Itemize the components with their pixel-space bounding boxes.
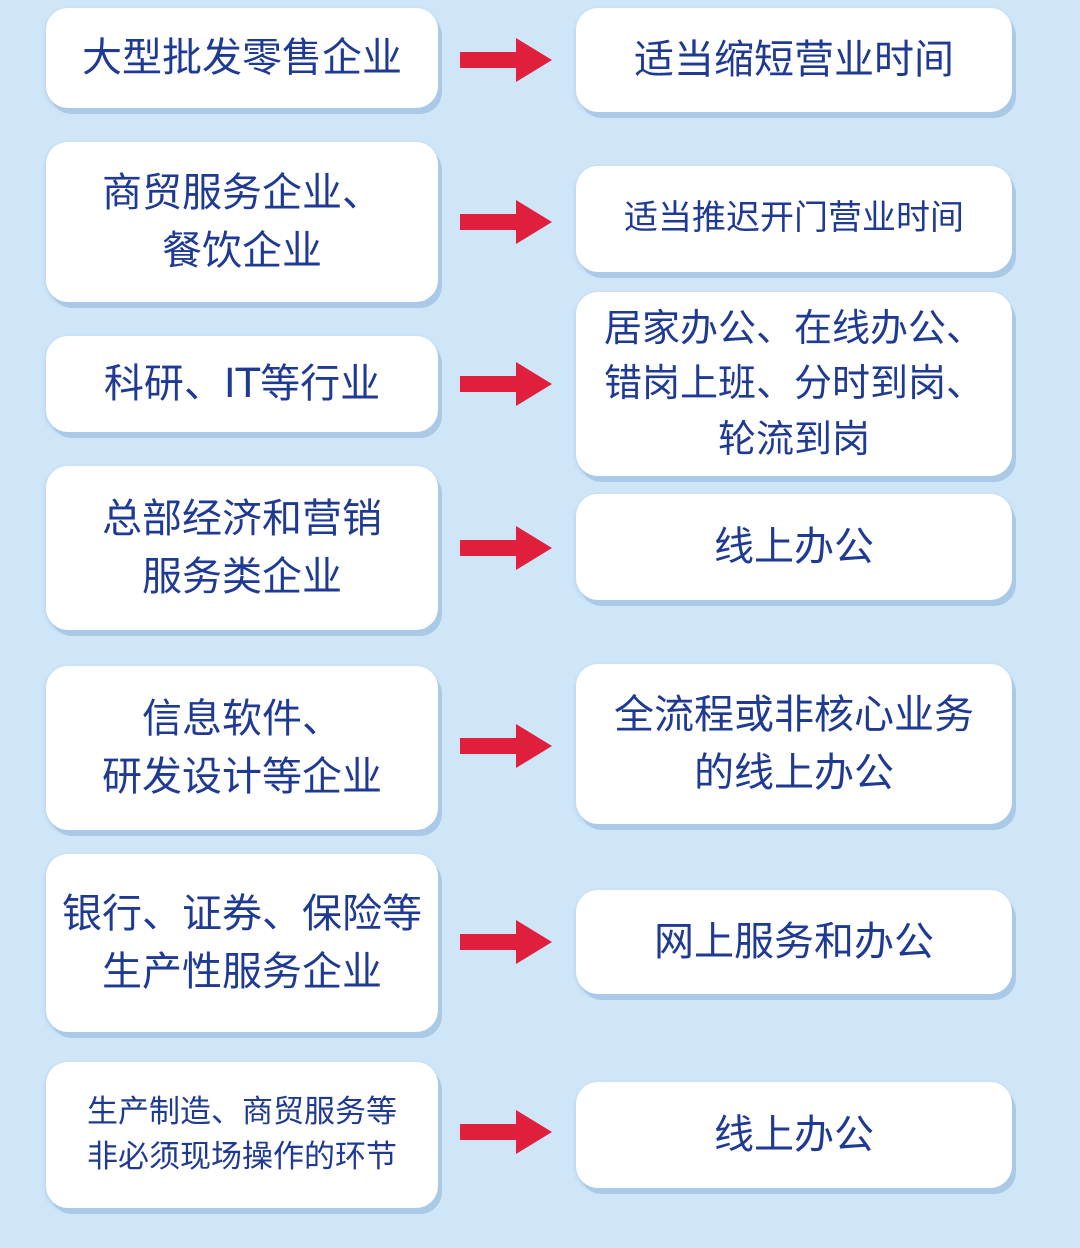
- measure-card-1: 适当缩短营业时间: [576, 8, 1012, 112]
- arrow-right-icon: [460, 38, 552, 82]
- sector-text: 大型批发零售企业: [82, 35, 402, 81]
- sector-text: 商贸服务企业、: [102, 170, 382, 216]
- arrow-right-icon: [460, 920, 552, 964]
- sector-text: 非必须现场操作的环节: [87, 1139, 397, 1175]
- measure-text: 全流程或非核心业务: [614, 692, 974, 738]
- sector-card-2: 商贸服务企业、 餐饮企业: [46, 142, 438, 302]
- measure-card-2: 适当推迟开门营业时间: [576, 166, 1012, 272]
- sector-text: 信息软件、: [142, 696, 342, 742]
- sector-text: 生产性服务企业: [102, 949, 382, 995]
- arrow-right-icon: [460, 724, 552, 768]
- arrow-right-icon: [460, 200, 552, 244]
- measure-card-6: 网上服务和办公: [576, 890, 1012, 994]
- arrow-right-icon: [460, 362, 552, 406]
- sector-card-1: 大型批发零售企业: [46, 8, 438, 108]
- measure-card-3: 居家办公、在线办公、 错岗上班、分时到岗、 轮流到岗: [576, 292, 1012, 476]
- measure-text: 线上办公: [714, 524, 874, 570]
- sector-card-6: 银行、证券、保险等 生产性服务企业: [46, 854, 438, 1032]
- sector-text: 银行、证券、保险等: [62, 891, 422, 937]
- measure-text: 的线上办公: [694, 750, 894, 796]
- sector-text: 总部经济和营销: [102, 496, 382, 542]
- measure-text: 适当推迟开门营业时间: [624, 198, 964, 239]
- measure-card-7: 线上办公: [576, 1082, 1012, 1188]
- measure-text: 轮流到岗: [717, 416, 870, 461]
- arrow-right-icon: [460, 526, 552, 570]
- measure-text: 网上服务和办公: [654, 919, 934, 965]
- measure-text: 错岗上班、分时到岗、: [603, 361, 984, 406]
- sector-text: 餐饮企业: [162, 228, 322, 274]
- measure-card-4: 线上办公: [576, 494, 1012, 600]
- measure-text: 居家办公、在线办公、: [603, 306, 984, 351]
- sector-card-5: 信息软件、 研发设计等企业: [46, 666, 438, 830]
- sector-text: 服务类企业: [142, 554, 342, 600]
- sector-card-3: 科研、IT等行业: [46, 336, 438, 432]
- sector-card-4: 总部经济和营销 服务类企业: [46, 466, 438, 630]
- arrow-right-icon: [460, 1110, 552, 1154]
- measure-card-5: 全流程或非核心业务 的线上办公: [576, 664, 1012, 824]
- sector-card-7: 生产制造、商贸服务等 非必须现场操作的环节: [46, 1062, 438, 1208]
- measure-text: 线上办公: [714, 1112, 874, 1158]
- sector-text: 研发设计等企业: [102, 754, 382, 800]
- measure-text: 适当缩短营业时间: [634, 37, 954, 83]
- sector-text: 科研、IT等行业: [103, 361, 381, 407]
- sector-text: 生产制造、商贸服务等: [87, 1094, 397, 1131]
